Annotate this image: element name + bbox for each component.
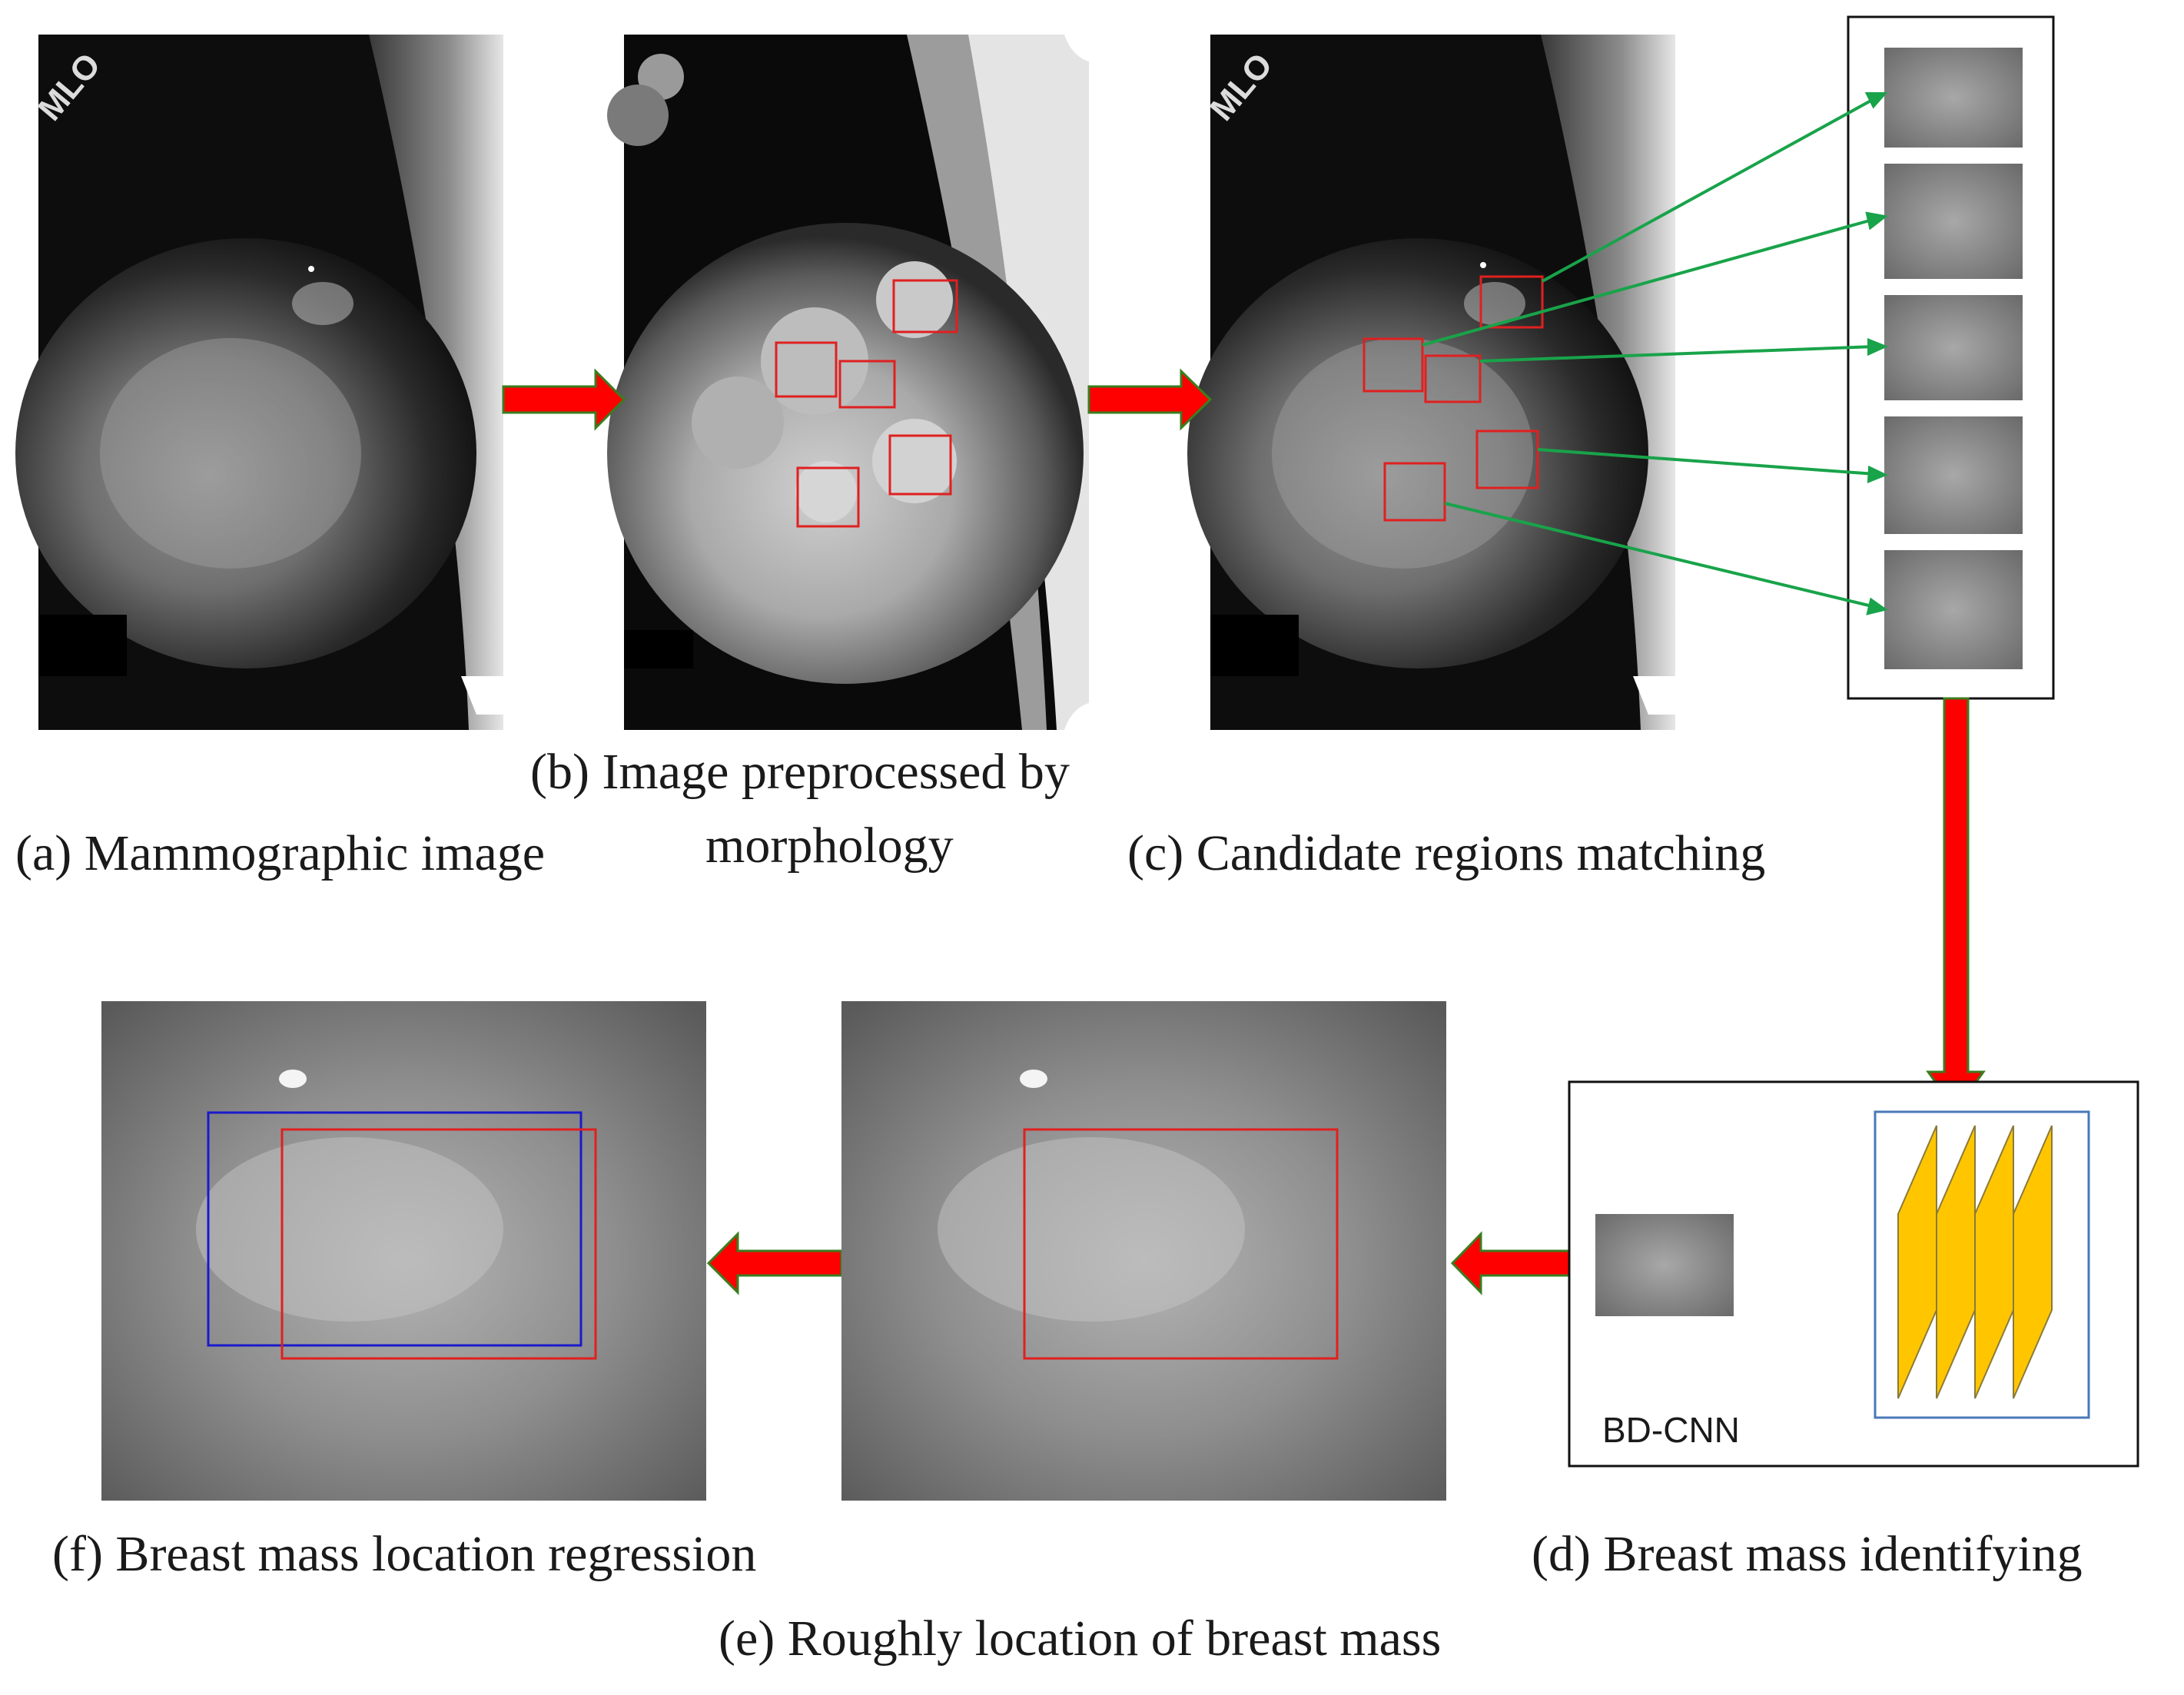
- arrow-a-to-b: [502, 368, 626, 431]
- regression-box: [207, 1111, 583, 1347]
- candidate-patch: [1884, 550, 2023, 669]
- morphology-image-b: [607, 35, 1089, 730]
- rough-box: [280, 1128, 597, 1360]
- candidate-box: [1363, 337, 1424, 393]
- candidate-box: [1424, 354, 1482, 403]
- candidate-box: [838, 360, 896, 409]
- arrow-b-to-c: [1087, 368, 1213, 431]
- candidate-box: [775, 341, 838, 398]
- candidate-boxes-c: [1363, 275, 1544, 522]
- candidate-patch: [1884, 295, 2023, 400]
- bd-cnn-label: BD-CNN: [1602, 1410, 1740, 1450]
- regression-image-f: [101, 1001, 706, 1501]
- candidate-box: [1475, 430, 1539, 489]
- caption-f: (f) Breast mass location regression: [52, 1526, 757, 1582]
- feature-maps: [1897, 1125, 2053, 1399]
- candidate-patch: [1884, 164, 2023, 279]
- mammogram-image-c: [1187, 35, 1675, 730]
- rough-location-image-e: [841, 1001, 1446, 1501]
- caption-b-line1: (b) Image preprocessed by: [530, 744, 1070, 800]
- arrow-patches-to-d: [1926, 697, 1986, 1113]
- candidate-box: [892, 279, 958, 333]
- matching-arrows: [1422, 92, 1889, 615]
- caption-e: (e) Roughly location of breast mass: [719, 1610, 1442, 1667]
- candidate-box: [888, 434, 952, 496]
- patch-column: [1847, 15, 2055, 700]
- candidate-patch: [1884, 416, 2023, 534]
- rough-box: [1023, 1128, 1339, 1360]
- arrow-e-to-f: [706, 1231, 843, 1295]
- mammogram-image-a: [15, 35, 503, 730]
- candidate-box: [1479, 275, 1544, 329]
- candidate-patch: [1884, 48, 2023, 148]
- identified-patch: [1595, 1214, 1734, 1316]
- caption-d: (d) Breast mass identifying: [1532, 1526, 2083, 1582]
- candidate-box: [796, 466, 860, 528]
- candidate-box: [1383, 462, 1446, 522]
- caption-c: (c) Candidate regions matching: [1127, 825, 1766, 881]
- caption-b-line2: morphology: [705, 818, 954, 874]
- candidate-boxes-b: [775, 279, 958, 528]
- caption-a: (a) Mammographic image: [15, 825, 546, 881]
- bd-cnn-panel: [1568, 1080, 2139, 1468]
